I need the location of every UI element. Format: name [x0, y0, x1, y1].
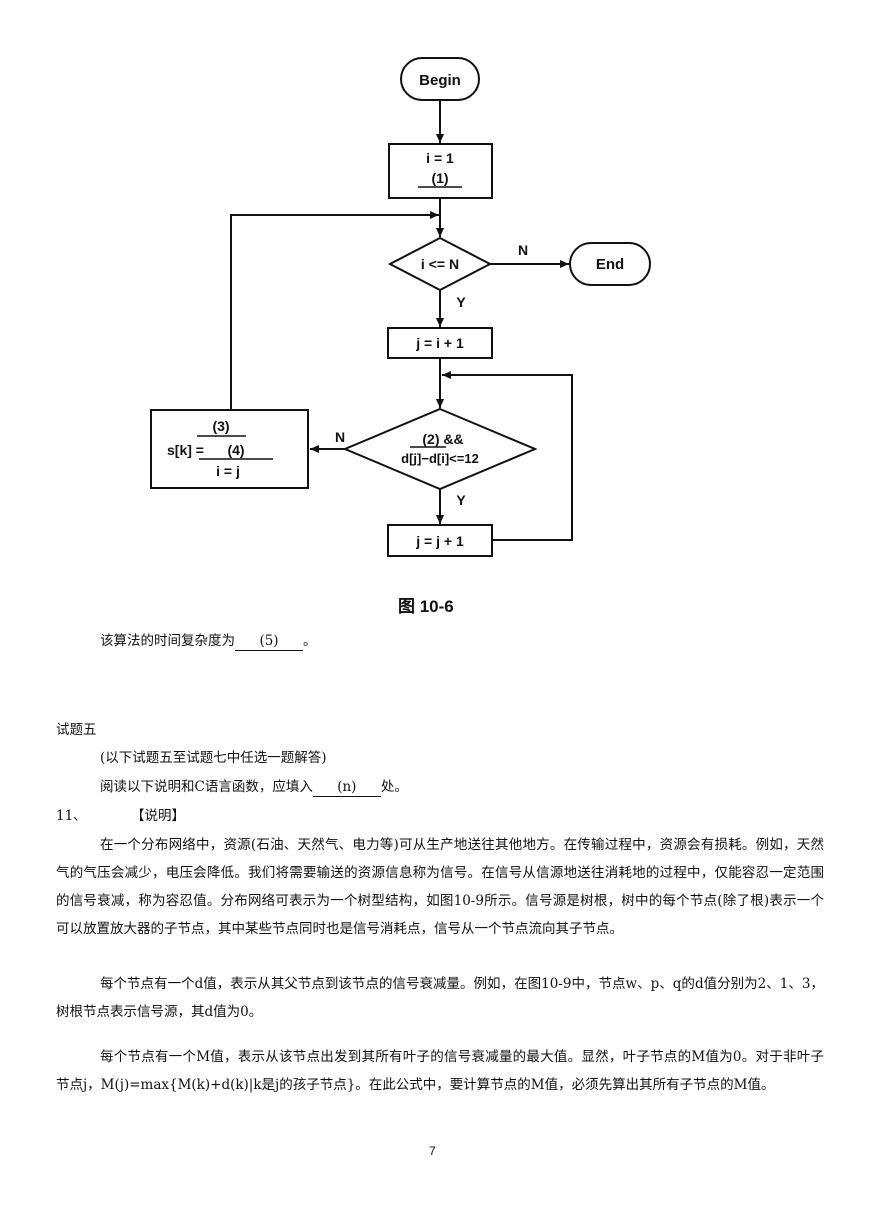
left-box-line3: i = j: [216, 463, 240, 479]
init-line1: i = 1: [426, 150, 454, 166]
init-blank-1: (1): [431, 170, 448, 186]
begin-label: Begin: [419, 72, 461, 89]
complexity-line: 该算法的时间复杂度为(5)。: [100, 627, 317, 655]
complexity-end: 。: [303, 633, 317, 649]
question-number: 11、: [56, 808, 87, 824]
cond1-label: i <= N: [421, 256, 459, 272]
left-process-box: [150, 409, 309, 489]
decision-cond2: [342, 407, 538, 491]
left-box-blank-3: (3): [212, 418, 229, 434]
cond2-line1: (2) &&: [422, 431, 463, 447]
cond1-yes-label: Y: [456, 294, 466, 310]
cond2-yes-label: Y: [456, 492, 466, 508]
assign-j-label: j = i + 1: [415, 335, 464, 351]
section-title: 试题五: [56, 722, 97, 738]
complexity-blank: (5): [235, 632, 303, 651]
complexity-text: 该算法的时间复杂度为: [100, 633, 235, 649]
instruction-end: 处。: [380, 779, 408, 795]
instruction-blank: (n): [312, 778, 381, 797]
increment-j-box: [387, 524, 493, 557]
left-box-blank-4: (4): [227, 442, 244, 458]
flowchart: Begin i = 1 (1) i <= N N End Y j = i + 1…: [150, 57, 651, 557]
cond2-line2: d[j]−d[i]<=12: [401, 451, 479, 466]
left-box-prefix: s[k] =: [167, 442, 204, 458]
figure-caption: 图 10-6: [398, 597, 454, 616]
paragraph-3: 每个节点有一个M值，表示从该节点出发到其所有叶子的信号衰减量的最大值。显然，叶子…: [56, 1049, 824, 1093]
instruction-line: 阅读以下说明和C语言函数，应填入(n)处。: [100, 773, 408, 801]
cond1-no-label: N: [518, 242, 528, 258]
choose-note: (以下试题五至试题七中任选一题解答): [100, 750, 327, 766]
paragraph-2: 每个节点有一个d值，表示从其父节点到该节点的信号衰减量。例如，在图10-9中，节…: [56, 976, 824, 1020]
paragraph-1: 在一个分布网络中，资源(石油、天然气、电力等)可从生产地送往其他地方。在传输过程…: [56, 837, 824, 937]
arrow-left-box-return: [230, 211, 439, 409]
arrow-increment-return: [442, 371, 573, 541]
cond2-no-label: N: [335, 429, 345, 445]
end-terminal: [569, 242, 651, 286]
instruction-text: 阅读以下说明和C语言函数，应填入: [100, 779, 313, 795]
end-label: End: [596, 256, 624, 273]
explanation-label: 【说明】: [131, 808, 185, 824]
increment-j-label: j = j + 1: [415, 533, 464, 549]
page-number: 7: [429, 1144, 436, 1158]
